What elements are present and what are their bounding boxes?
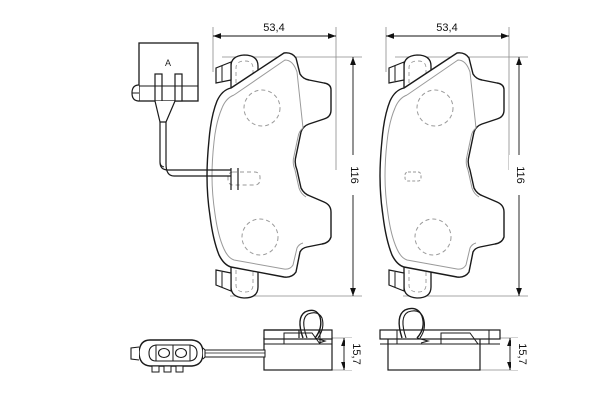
connector-glyph-label: A [165, 58, 171, 68]
view-pad-with-sensor: A [131, 42, 332, 299]
sensor-cable-left-pad [159, 122, 231, 177]
dimension-label-width-left: 53,4 [263, 22, 284, 34]
friction-lining-left-pad [211, 59, 307, 270]
sensor-slot-left-pad [227, 168, 261, 190]
backing-plate-right-pad [379, 52, 505, 278]
side-profile-left [263, 329, 333, 371]
dimension-label-height-right: 116 [514, 166, 526, 184]
dimension-label-thickness-right: 15,7 [516, 343, 528, 364]
rivet-hole-top-right-pad [416, 89, 454, 127]
retaining-spring-right [398, 307, 431, 344]
dimension-thickness-right: 15,7 [470, 337, 528, 371]
side-sensor-cable-left [204, 349, 266, 358]
dimension-label-width-right: 53,4 [436, 22, 457, 34]
dimension-width-left: 53,4 [212, 20, 337, 170]
rivet-hole-bottom-left-pad [241, 218, 279, 256]
wear-indicator-slot-right-pad [404, 171, 422, 182]
locating-tab-top-right-pad [388, 61, 405, 84]
side-profile-right [379, 329, 501, 371]
locating-tab-bottom-left-pad [215, 269, 232, 292]
dimension-label-thickness-left: 15,7 [350, 343, 362, 364]
rivet-hole-top-left-pad [243, 89, 281, 127]
rivet-hole-bottom-right-pad [414, 218, 452, 256]
dimension-height-left: 116 [222, 56, 362, 297]
side-chamfer-right [440, 332, 479, 345]
friction-lining-right-pad [384, 59, 480, 270]
side-connector-plug-left [130, 339, 206, 373]
side-chamfer-left [283, 330, 321, 345]
view-side-plain [379, 307, 501, 371]
dimension-label-height-left: 116 [348, 166, 360, 184]
locating-tab-top-left-pad [215, 61, 232, 84]
view-side-with-sensor [130, 309, 333, 373]
view-pad-plain [379, 52, 505, 299]
sensor-connector-left-pad: A [131, 42, 199, 123]
dimension-width-right: 53,4 [385, 20, 510, 170]
retaining-spring-left [299, 309, 327, 344]
locating-tab-bottom-right-pad [388, 269, 405, 292]
